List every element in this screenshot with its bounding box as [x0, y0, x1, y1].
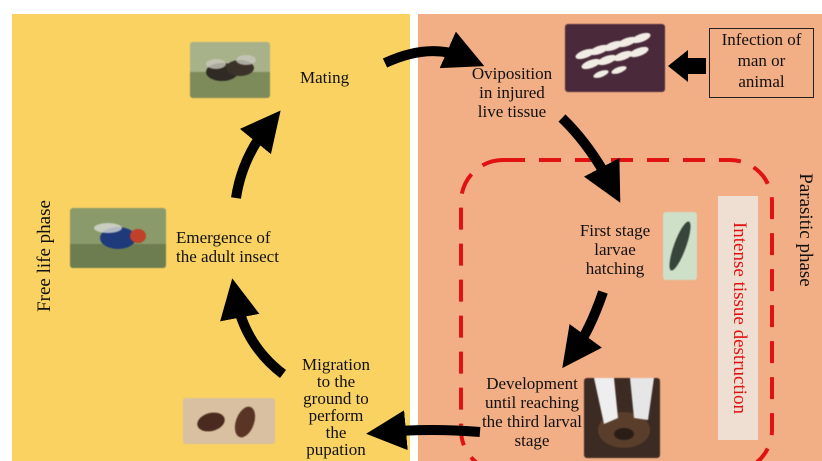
first-stage-line-3: hatching — [585, 259, 645, 278]
arrow-infection-to-eggs — [668, 50, 706, 82]
parasitic-phase-label: Parasitic phase — [795, 173, 816, 287]
arrow-migration-to-emergence — [220, 278, 287, 378]
oviposition-line-1: Oviposition — [471, 64, 553, 83]
adult-fly-photo — [70, 208, 166, 268]
migration-line-2: to the — [316, 372, 356, 391]
infection-line-3: animal — [738, 72, 785, 91]
arrow-oviposition-to-firststage — [558, 114, 621, 203]
development-line-1: Development — [486, 374, 578, 393]
arrow-development-to-migration — [366, 410, 481, 451]
emergence-label: Emergence of the adult insect — [176, 228, 279, 266]
migration-line-4: perform — [308, 406, 364, 425]
migration-line-3: ground to — [303, 389, 369, 408]
arrow-emergence-to-mating — [231, 110, 281, 199]
development-line-2: until reaching — [485, 393, 579, 412]
migration-line-1: Migration — [302, 355, 370, 374]
intense-tissue-destruction-label: Intense tissue destruction — [729, 221, 750, 415]
first-stage-label: First stage larvae hatching — [560, 221, 670, 278]
larva-photo — [663, 212, 697, 280]
first-stage-line-1: First stage — [579, 221, 651, 240]
infection-line-2: man or — [737, 51, 786, 70]
eggs-photo — [565, 24, 665, 92]
development-label: Development until reaching the third lar… — [466, 374, 598, 450]
arrow-firststage-to-development — [562, 290, 608, 369]
development-line-3: the third larval — [481, 412, 583, 431]
infection-line-1: Infection of — [721, 30, 802, 49]
mating-label: Mating — [300, 68, 350, 87]
wound-larvae-photo — [584, 378, 660, 458]
arrow-mating-to-oviposition — [382, 31, 485, 69]
emergence-line-1: Emergence of — [176, 228, 271, 247]
migration-label: Migration to the ground to perform the p… — [288, 356, 384, 458]
infection-box: Infection of man or animal — [709, 28, 814, 98]
oviposition-line-2: in injured — [479, 83, 545, 102]
migration-line-6: pupation — [306, 440, 366, 459]
emergence-line-2: the adult insect — [176, 247, 279, 266]
development-line-4: stage — [514, 431, 550, 450]
oviposition-line-3: live tissue — [477, 102, 547, 121]
oviposition-label: Oviposition in injured live tissue — [456, 64, 568, 121]
pupae-photo — [183, 398, 275, 444]
intense-label-background — [718, 196, 758, 440]
first-stage-line-2: larvae — [594, 240, 636, 259]
mating-flies-photo — [190, 42, 270, 98]
migration-line-5: the — [325, 423, 347, 442]
free-life-phase-label: Free life phase — [34, 200, 55, 312]
